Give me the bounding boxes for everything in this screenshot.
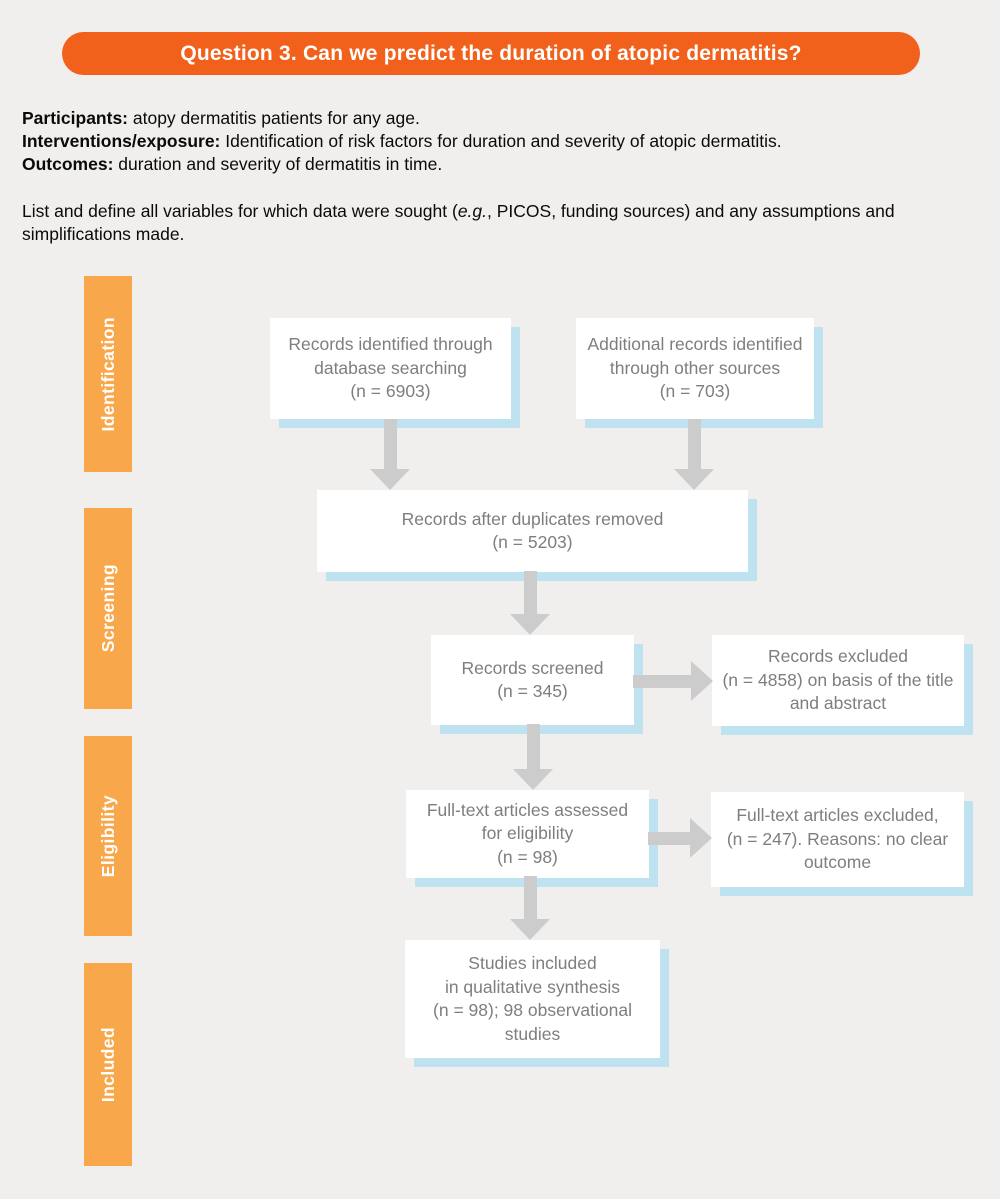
arrow-shaft (687, 419, 701, 469)
arrow-identified-to-duplicates (370, 419, 410, 490)
question-banner: Question 3. Can we predict the duration … (62, 32, 920, 75)
stage-label-identification: Identification (97, 316, 118, 432)
stage-bar-screening: Screening (84, 508, 132, 709)
arrow-additional-to-duplicates (674, 419, 714, 490)
variables-note-pre: List and define all variables for which … (22, 201, 458, 221)
arrow-head-icon (674, 469, 714, 490)
participants-line: Participants: atopy dermatitis patients … (22, 107, 990, 130)
stage-label-included: Included (97, 1026, 118, 1103)
interventions-label: Interventions/exposure: (22, 131, 221, 151)
flow-box-additional-records: Additional records identified through ot… (576, 318, 814, 419)
flow-box-studies-included: Studies included in qualitative synthesi… (405, 940, 660, 1058)
arrow-shaft (523, 571, 537, 614)
arrow-shaft (523, 876, 537, 919)
interventions-value: Identification of risk factors for durat… (225, 131, 782, 151)
arrow-screened-to-excluded (633, 661, 713, 701)
arrow-shaft (633, 674, 691, 688)
arrow-screened-to-fulltext (513, 724, 553, 790)
stage-bar-identification: Identification (84, 276, 132, 472)
stage-label-eligibility: Eligibility (97, 794, 118, 878)
flow-box-records-excluded: Records excluded (n = 4858) on basis of … (712, 635, 964, 726)
outcomes-label: Outcomes: (22, 154, 114, 174)
flow-box-records-identified: Records identified through database sear… (270, 318, 511, 419)
variables-note-eg: e.g. (457, 201, 488, 221)
arrow-fulltext-to-included (510, 876, 550, 940)
arrow-shaft (648, 831, 690, 845)
flow-box-fulltext-excluded: Full-text articles excluded, (n = 247). … (711, 792, 964, 887)
variables-note-post: , PICOS, funding sources) and any assump… (22, 201, 895, 244)
arrow-shaft (383, 419, 397, 469)
participants-label: Participants: (22, 108, 128, 128)
flow-box-records-screened: Records screened (n = 345) (431, 635, 634, 725)
flow-box-after-duplicates: Records after duplicates removed (n = 52… (317, 490, 748, 572)
outcomes-value: duration and severity of dermatitis in t… (118, 154, 443, 174)
arrow-head-icon (510, 614, 550, 635)
arrow-head-icon (513, 769, 553, 790)
question-banner-title: Question 3. Can we predict the duration … (180, 41, 802, 65)
arrow-fulltext-to-fulltext-excluded (648, 818, 712, 858)
arrow-shaft (526, 724, 540, 769)
arrow-head-icon (510, 919, 550, 940)
participants-value: atopy dermatitis patients for any age. (132, 108, 420, 128)
arrow-head-icon (690, 818, 712, 858)
stage-bar-included: Included (84, 963, 132, 1166)
stage-bar-eligibility: Eligibility (84, 736, 132, 936)
stage-label-screening: Screening (97, 564, 118, 653)
interventions-line: Interventions/exposure: Identification o… (22, 130, 990, 153)
arrow-head-icon (370, 469, 410, 490)
criteria-text-block: Participants: atopy dermatitis patients … (22, 107, 990, 246)
flow-box-fulltext-assessed: Full-text articles assessed for eligibil… (406, 790, 649, 878)
outcomes-line: Outcomes: duration and severity of derma… (22, 153, 990, 176)
arrow-head-icon (691, 661, 713, 701)
arrow-duplicates-to-screened (510, 571, 550, 635)
variables-note: List and define all variables for which … (22, 200, 990, 246)
